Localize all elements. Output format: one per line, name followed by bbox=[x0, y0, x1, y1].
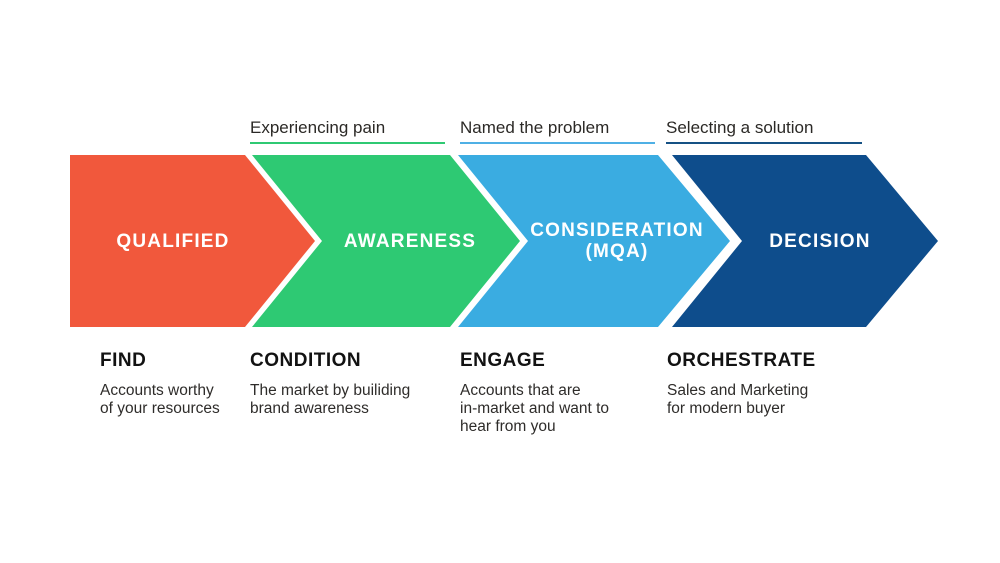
footer-col-engage: ENGAGE Accounts that are in-market and w… bbox=[460, 350, 645, 436]
footer-title: FIND bbox=[100, 350, 147, 371]
footer-description: Accounts worthy of your resources bbox=[100, 382, 220, 417]
footer-description: Sales and Marketing for modern buyer bbox=[667, 382, 809, 417]
chevron-qualified bbox=[70, 155, 315, 327]
stage-header-decision: Selecting a solution bbox=[666, 116, 862, 144]
footer-description: Accounts that are in-market and want to … bbox=[460, 382, 610, 435]
footer-title: CONDITION bbox=[250, 350, 362, 371]
footer-title: ENGAGE bbox=[460, 350, 546, 371]
stage-header-consideration: Named the problem bbox=[460, 116, 655, 144]
chevron-awareness bbox=[252, 155, 520, 327]
chevron-decision bbox=[672, 155, 938, 327]
footer-col-orchestrate: ORCHESTRATE Sales and Marketing for mode… bbox=[667, 350, 867, 418]
chevron-consideration bbox=[458, 155, 730, 327]
footer-description: The market by builiding brand awareness bbox=[250, 382, 411, 417]
stage-header-awareness: Experiencing pain bbox=[250, 116, 445, 144]
footer-col-condition: CONDITION The market by builiding brand … bbox=[250, 350, 455, 418]
footer-col-find: FIND Accounts worthy of your resources bbox=[100, 350, 260, 418]
footer-title: ORCHESTRATE bbox=[667, 350, 816, 371]
